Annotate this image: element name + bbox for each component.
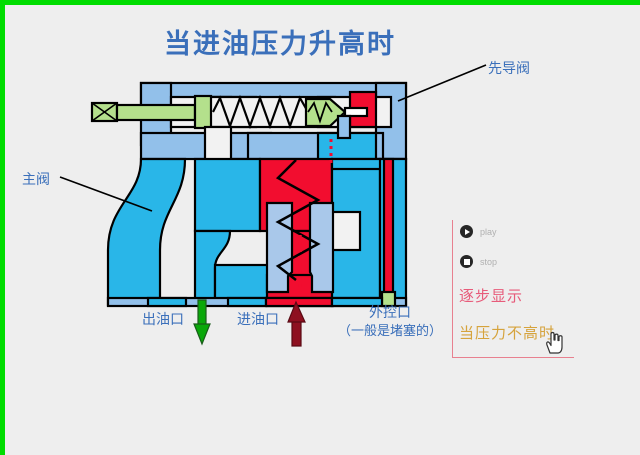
pilot-drain-duct [203,125,233,163]
label-main-valve: 主阀 [22,173,50,188]
inlet-port-stub-left [226,296,268,308]
player-controls: play stop [460,225,497,285]
flow-arrow-inlet [287,300,306,347]
spool-right-pocket [330,210,362,252]
external-pressure-line [382,157,395,303]
label-oil-inlet: 进油口 [237,313,279,328]
panel-divider-vertical [452,220,453,358]
leader-line-pilot [397,64,487,102]
play-icon [460,225,473,238]
panel-divider-horizontal [452,357,574,358]
label-external-port-line1: 外控口 [369,306,411,321]
label-external-port: 外控口 （一般是堵塞的） [338,305,442,339]
stop-icon [460,255,473,268]
external-port-plug [380,290,397,308]
poppet-stem [343,106,369,118]
label-external-port-line2: （一般是堵塞的） [338,323,443,338]
poppet-inner-spring [307,100,333,124]
poppet-seat-shoulder [336,114,352,140]
label-oil-outlet: 出油口 [142,313,184,328]
play-button[interactable]: play [460,225,497,238]
leader-line-main [59,176,153,212]
page-title: 当进油压力升高时 [164,29,396,59]
label-pilot-valve: 先导阀 [488,62,530,77]
frame-border-left [0,0,5,455]
pilot-spring [212,94,309,130]
step-display-link[interactable]: 逐步显示 [459,289,524,305]
pressure-state-link[interactable]: 当压力不高时 [459,326,556,342]
outlet-passage [106,157,187,307]
adjust-screw-stem [115,103,197,122]
flow-arrow-outlet [193,299,211,346]
spring-seat-block [193,94,213,130]
frame-border-top [0,0,640,5]
play-label: play [480,226,497,237]
inlet-chamber-left [193,157,262,233]
stop-label: stop [480,256,498,267]
inlet-port-stub [264,296,334,308]
ext-port-stub [330,296,384,308]
stop-button[interactable]: stop [460,255,497,268]
main-spring [275,159,321,281]
pointing-hand-cursor [546,331,563,354]
spool-right-land [308,201,335,294]
outlet-port-stub [146,296,188,308]
